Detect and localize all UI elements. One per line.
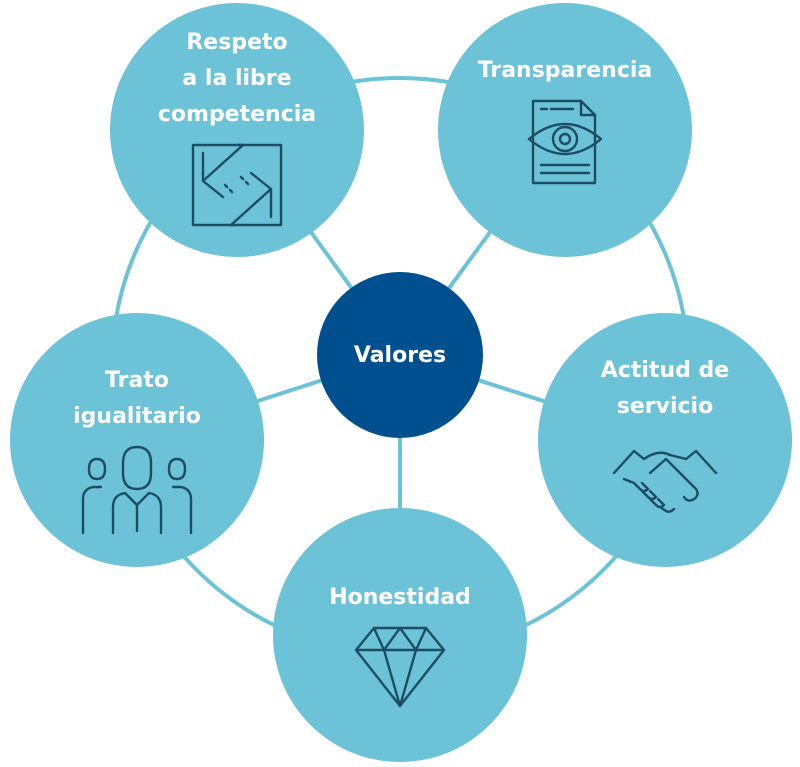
value-node-actitud: Actitud de servicio — [538, 313, 792, 567]
value-node-honestidad: Honestidad — [273, 508, 527, 762]
people-group-icon — [79, 443, 195, 547]
document-eye-icon — [527, 97, 603, 199]
value-node-respeto: Respeto a la libre competencia — [110, 3, 364, 257]
value-label: Respeto a la libre competencia — [157, 30, 317, 127]
value-label: Honestidad — [329, 585, 471, 610]
center-label: Valores — [353, 342, 447, 368]
diamond-icon — [352, 624, 448, 722]
value-node-trato: Trato igualitario — [10, 313, 264, 567]
value-label: Transparencia — [477, 58, 653, 83]
handshake-icon — [610, 433, 720, 535]
value-label: Actitud de servicio — [600, 358, 730, 419]
value-node-transparencia: Transparencia — [438, 3, 692, 257]
competition-arrows-icon — [189, 141, 285, 241]
center-node-valores: Valores — [317, 272, 483, 438]
value-label: Trato igualitario — [73, 368, 201, 429]
